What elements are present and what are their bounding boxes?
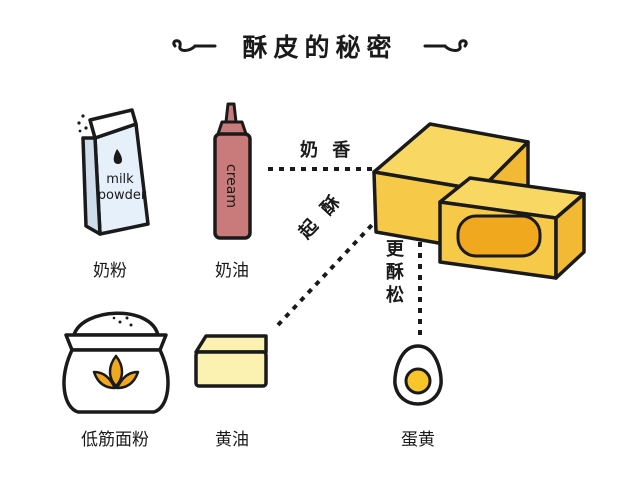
flow-lines [268,167,422,335]
title-ornament-right [423,39,468,52]
milk-powder-icon: milk powder [77,108,150,236]
wheat-icon [92,354,140,390]
egg-yolk-icon [393,344,443,406]
milk-text: milk [106,172,134,187]
butter-icon [194,334,268,388]
label-milk-powder: 奶粉 [93,261,127,281]
label-flour: 低筋面粉 [81,430,149,450]
pastry-icon [372,122,586,280]
flour-sack-icon [62,311,170,414]
label-cream: 奶油 [215,261,249,281]
label-butter: 黄油 [215,430,249,450]
cream-tube-icon: cream [213,102,252,240]
page-title: 酥皮的秘密 [242,33,398,62]
flow-line-butter [276,193,402,327]
powder-text: powder [98,188,147,203]
label-egg-yolk: 蛋黄 [401,430,435,450]
label-milky-aroma: 奶 香 [300,140,355,161]
title-ornament-left [172,39,217,52]
cream-text: cream [223,164,239,208]
label-crispier: 更酥松 [386,239,404,306]
